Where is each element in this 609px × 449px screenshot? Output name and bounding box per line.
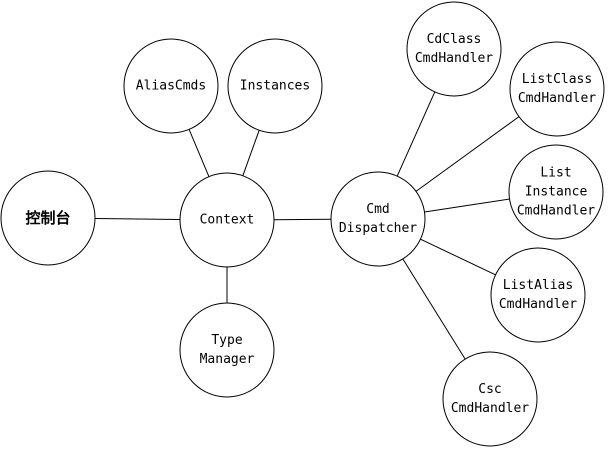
node-label-listclass-handler: CmdHandler — [518, 91, 596, 106]
node-label-cmd-dispatcher: Dispatcher — [339, 221, 417, 236]
node-circle-console — [0, 170, 96, 266]
node-circle-csc-handler — [442, 351, 538, 447]
edge-cmd-dispatcher-cdclass-handler — [396, 91, 436, 177]
edge-cmd-dispatcher-listinstance-handler — [424, 198, 510, 213]
node-circle-listinstance-handler — [508, 144, 604, 240]
node-circle-context — [179, 172, 275, 268]
node-context: Context — [179, 172, 275, 268]
node-label-csc-handler: CmdHandler — [451, 401, 529, 416]
node-circle-instances — [227, 38, 323, 134]
node-label-listinstance-handler: Instance — [525, 185, 588, 200]
node-label-cdclass-handler: CdClass — [427, 32, 482, 47]
node-instances: Instances — [227, 38, 323, 134]
edge-context-instances — [242, 130, 260, 176]
node-label-type-manager: Type — [211, 333, 242, 348]
node-label-cdclass-handler: CmdHandler — [415, 51, 493, 66]
edge-cmd-dispatcher-csc-handler — [402, 258, 466, 360]
node-circle-type-manager — [179, 302, 275, 398]
edges — [94, 91, 520, 360]
node-circle-listclass-handler — [509, 41, 605, 137]
node-circle-cmd-dispatcher — [330, 171, 426, 267]
node-label-listalias-handler: CmdHandler — [499, 297, 577, 312]
node-label-listclass-handler: ListClass — [522, 72, 592, 87]
node-console: 控制台 — [0, 170, 96, 266]
node-circle-alias-cmds — [123, 38, 219, 134]
node-circle-listalias-handler — [490, 247, 586, 343]
node-label-type-manager: Manager — [200, 352, 255, 367]
node-label-alias-cmds: AliasCmds — [136, 79, 206, 94]
edge-context-alias-cmds — [188, 129, 210, 177]
node-label-csc-handler: Csc — [478, 382, 501, 397]
node-label-console: 控制台 — [25, 209, 70, 227]
node-label-cmd-dispatcher: Cmd — [366, 202, 389, 217]
node-label-listinstance-handler: CmdHandler — [517, 204, 595, 219]
node-label-context: Context — [200, 213, 255, 228]
node-label-listinstance-handler: List — [540, 166, 571, 181]
edge-cmd-dispatcher-listclass-handler — [415, 116, 520, 192]
node-circle-cdclass-handler — [406, 1, 502, 97]
node-label-listalias-handler: ListAlias — [503, 278, 573, 293]
node-alias-cmds: AliasCmds — [123, 38, 219, 134]
edge-console-context — [94, 218, 181, 220]
node-label-instances: Instances — [240, 79, 310, 94]
edge-cmd-dispatcher-listalias-handler — [420, 238, 496, 276]
